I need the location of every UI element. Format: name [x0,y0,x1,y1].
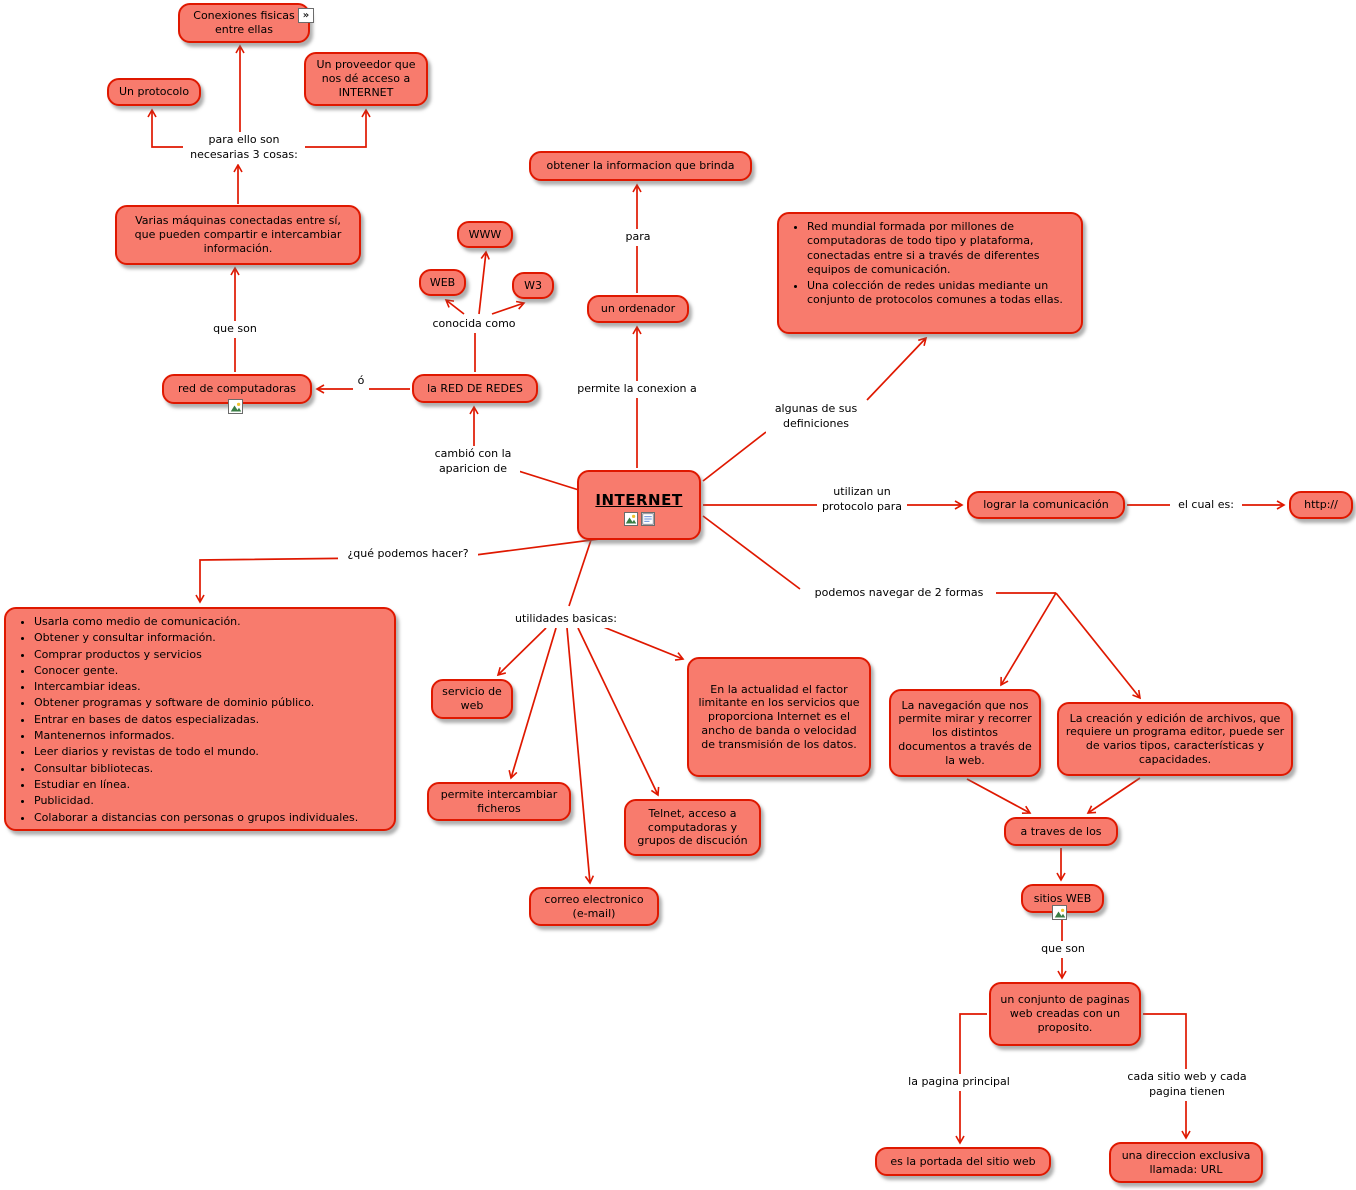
node-a-traves-de-los[interactable]: a traves de los [1004,817,1118,846]
connector-internet-to-utilidades [568,539,592,607]
link-label-tres-cosas[interactable]: para ello son necesarias 3 cosas: [183,132,305,164]
connector-internet-to-navegar [702,515,801,590]
list-item: Usarla como medio de comunicación. [34,615,358,629]
image-icon[interactable] [228,399,243,414]
image-icon[interactable] [623,512,638,527]
link-label-conocida-como[interactable]: conocida como [428,316,520,333]
node-web[interactable]: WEB [419,269,466,296]
node-un-ordenador[interactable]: un ordenador [587,295,689,323]
connector-internet-to-acciones [195,537,608,604]
connector-utilidades-to-ficheros [508,627,557,780]
connector-algunas-to-definiciones [866,336,928,401]
connector-branch-to-navegacion [1000,592,1057,687]
list-item: Intercambiar ideas. [34,680,358,694]
connector-internet-to-algunas [702,431,767,482]
list-item: Obtener programas y software de dominio … [34,696,358,710]
node-es-la-portada[interactable]: es la portada del sitio web [875,1147,1051,1176]
node-la-navegacion[interactable]: La navegación que nos permite mirar y re… [889,689,1041,777]
node-varias-maquinas[interactable]: Varias máquinas conectadas entre sí, que… [115,205,361,265]
annotation-icon[interactable]: » [298,8,314,23]
connector-utilidades-to-telnet [577,627,660,797]
node-permite-intercambiar-ficheros[interactable]: permite intercambiar ficheros [427,782,571,821]
document-icon[interactable] [640,512,655,527]
link-label-que-son-2[interactable]: que son [1037,941,1089,958]
list-item: Red mundial formada por millones de comp… [807,220,1075,277]
link-label-permite-conexion[interactable]: permite la conexion a [570,381,704,398]
link-label-cambio-aparicion[interactable]: cambió con la aparicion de [426,446,520,478]
connector-branch-to-creacion [1055,592,1142,700]
link-label-algunas-definiciones[interactable]: algunas de sus definiciones [766,401,866,433]
link-label-que-podemos-hacer[interactable]: ¿qué podemos hacer? [338,546,478,563]
list-item: Conocer gente. [34,664,358,678]
internet-title: INTERNET [595,490,683,509]
list-item: Publicidad. [34,794,358,808]
link-label-cada-sitio[interactable]: cada sitio web y cada pagina tienen [1114,1069,1260,1101]
link-label-utilidades-basicas[interactable]: utilidades basicas: [508,611,624,628]
node-la-red-de-redes[interactable]: la RED DE REDES [412,374,538,403]
node-un-conjunto-de-paginas[interactable]: un conjunto de paginas web creadas con u… [989,982,1141,1046]
connector-conocida-to-www [478,250,490,315]
link-label-el-cual-es[interactable]: el cual es: [1170,497,1242,514]
node-conexiones-fisicas[interactable]: Conexiones fisicas entre ellas [178,3,310,43]
link-label-o[interactable]: ó [353,373,369,390]
link-label-pagina-principal[interactable]: la pagina principal [902,1074,1016,1091]
acciones-list: Usarla como medio de comunicación. Obtene… [12,615,358,827]
list-item: Colaborar a distancias con personas o gr… [34,811,358,825]
annotation-glyph: » [302,9,310,21]
node-telnet[interactable]: Telnet, acceso a computadoras y grupos d… [624,799,761,856]
node-definiciones[interactable]: Red mundial formada por millones de comp… [777,212,1083,334]
list-item: Consultar bibliotecas. [34,762,358,776]
connector-utilidades-to-actualidad [600,625,685,661]
node-w3[interactable]: W3 [512,272,554,299]
link-label-que-son-1[interactable]: que son [205,321,265,338]
node-la-creacion[interactable]: La creación y edición de archivos, que r… [1057,702,1293,776]
node-www[interactable]: WWW [457,221,513,248]
list-item: Estudiar en línea. [34,778,358,792]
connector-trescosas-to-protocolo [147,108,186,148]
connector-conjunto-to-portada [955,1013,987,1145]
node-correo-electronico[interactable]: correo electronico (e-mail) [529,887,659,926]
node-una-direccion-url[interactable]: una direccion exclusiva llamada: URL [1109,1142,1263,1183]
image-icon[interactable] [1052,905,1067,920]
list-item: Entrar en bases de datos especializadas. [34,713,358,727]
list-item: Comprar productos y servicios [34,648,358,662]
node-internet[interactable]: INTERNET [577,470,701,540]
list-item: Obtener y consultar información. [34,631,358,645]
connector-conocida-to-w3 [491,300,526,315]
connector-trescosas-to-proveedor [302,108,371,148]
link-label-para[interactable]: para [620,229,656,246]
link-label-podemos-navegar[interactable]: podemos navegar de 2 formas [803,585,995,602]
connector-navegacion-to-atraves [966,778,1032,814]
definiciones-list: Red mundial formada por millones de comp… [785,220,1075,310]
connector-creacion-to-atraves [1086,777,1141,814]
list-item: Una colección de redes unidas mediante u… [807,279,1075,308]
link-label-utilizan-protocolo[interactable]: utilizan un protocolo para [817,484,907,516]
node-http[interactable]: http:// [1289,491,1353,519]
node-lograr-comunicacion[interactable]: lograr la comunicación [967,491,1125,519]
node-un-protocolo[interactable]: Un protocolo [107,78,201,106]
list-item: Leer diarios y revistas de todo el mundo… [34,745,358,759]
connector-utilidades-to-correo [566,627,595,885]
node-servicio-de-web[interactable]: servicio de web [431,679,513,719]
internet-attachments [623,512,655,527]
list-item: Mantenernos informados. [34,729,358,743]
connector-conocida-to-web [444,299,465,315]
node-un-proveedor[interactable]: Un proveedor que nos dé acceso a INTERNE… [304,52,428,106]
node-obtener-informacion[interactable]: obtener la informacion que brinda [529,151,752,181]
connector-utilidades-to-servicio [496,627,547,677]
node-que-podemos-hacer-lista[interactable]: Usarla como medio de comunicación. Obtene… [4,607,396,831]
node-en-la-actualidad[interactable]: En la actualidad el factor limitante en … [687,657,871,777]
